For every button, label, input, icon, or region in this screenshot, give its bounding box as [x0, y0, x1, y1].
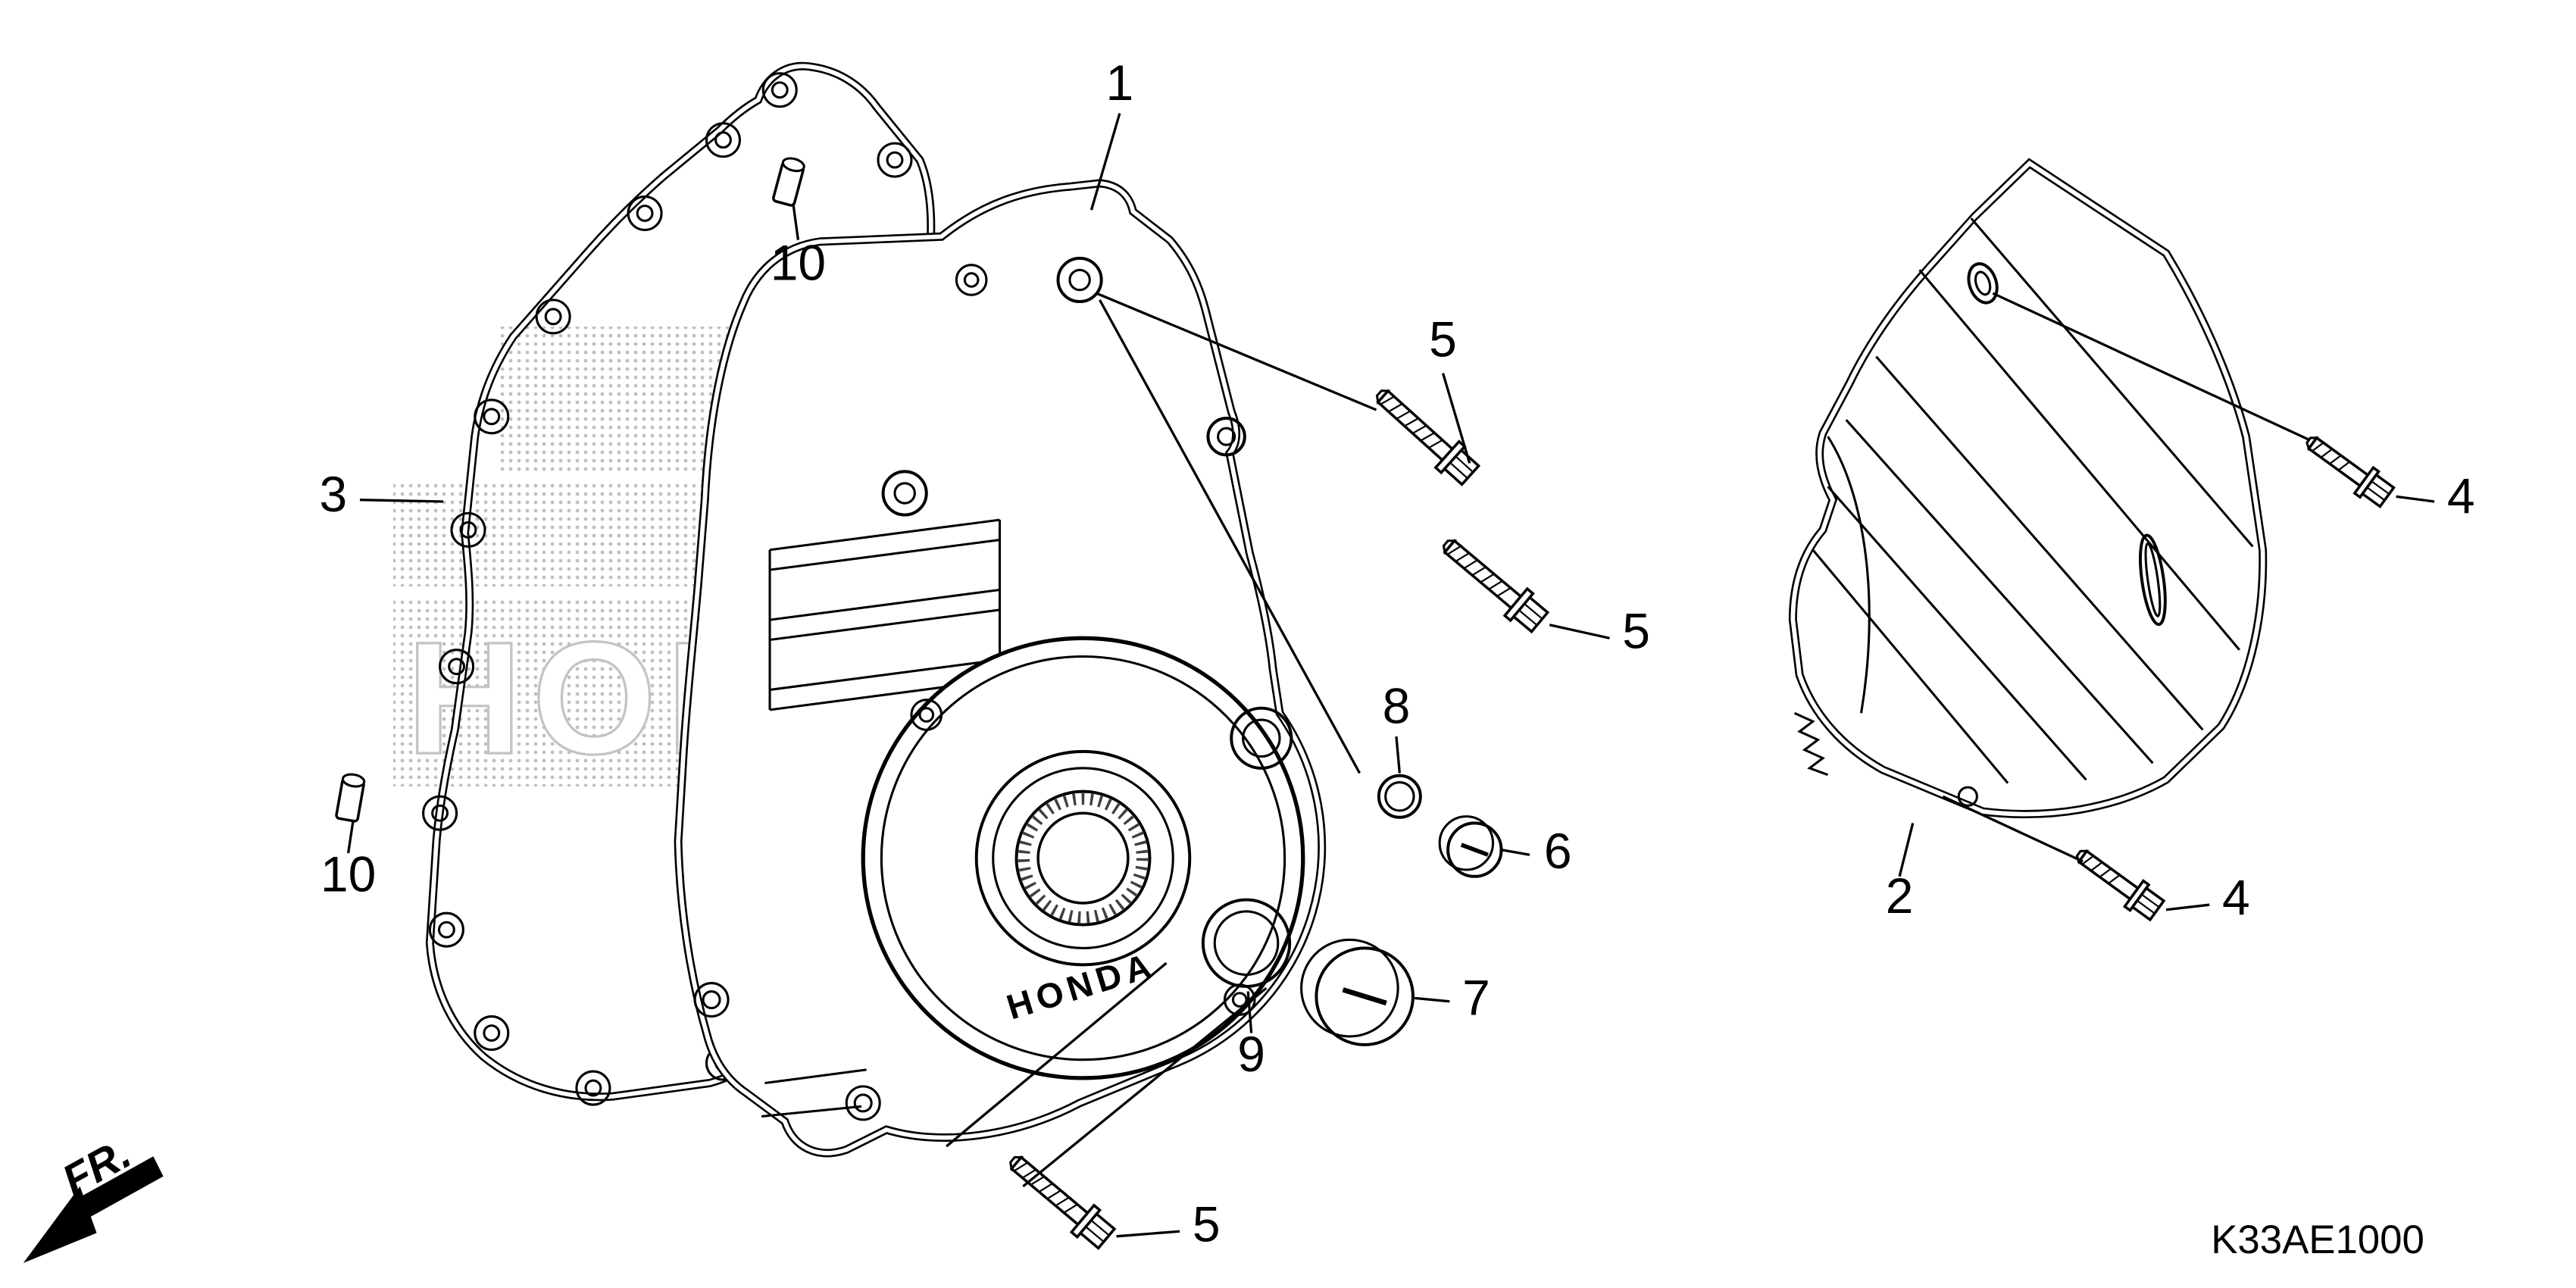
callout-label-10b: 10 — [320, 846, 376, 902]
center-plug-hole — [1014, 789, 1152, 927]
sprocket-cover-top-hole — [1967, 262, 1999, 305]
oring-9 — [1201, 898, 1292, 988]
callout-leader-2 — [1898, 823, 1915, 877]
bolt-4b — [2068, 839, 2168, 925]
callout-leader-9 — [1246, 991, 1253, 1033]
callout-leader-8 — [1395, 736, 1401, 774]
callout-leader-10a — [792, 203, 800, 240]
oring-8 — [1377, 774, 1422, 819]
fr-arrow-tail — [78, 1156, 164, 1218]
guide-line-3 — [946, 961, 1168, 1148]
callouts-layer: 1 5 5 5 3 10 10 8 6 9 7 2 4 4 — [319, 55, 2474, 1252]
callout-label-6: 6 — [1544, 823, 1572, 879]
callout-leader-10b — [347, 819, 355, 854]
callout-label-3: 3 — [319, 466, 347, 522]
callout-leader-6 — [1501, 848, 1530, 856]
callout-label-4a: 4 — [2447, 467, 2475, 524]
sprocket-cover-creases — [1793, 217, 2254, 784]
cover-rib-fins — [761, 518, 1002, 1118]
callout-label-5c: 5 — [1193, 1196, 1221, 1252]
callout-label-8: 8 — [1383, 677, 1411, 733]
bolt-4a — [2298, 426, 2398, 511]
sprocket-cover-lower-hole — [1957, 786, 1978, 807]
guide-lines-layer — [946, 292, 2310, 1188]
bolt-5c — [999, 1145, 1119, 1254]
callout-leader-4b — [2165, 903, 2210, 911]
callout-label-1: 1 — [1106, 55, 1134, 111]
sprocket-cover-slot — [2139, 533, 2167, 627]
callout-label-2: 2 — [1886, 868, 1914, 924]
bolt-5a — [1366, 379, 1483, 490]
callout-leader-5a — [1441, 373, 1471, 464]
callout-label-4b: 4 — [2222, 869, 2250, 925]
callout-label-5b: 5 — [1622, 602, 1650, 658]
fr-arrow-head — [23, 1186, 97, 1264]
sprocket-cover-part — [1788, 158, 2268, 818]
crankcase-cover-part: HONDA — [674, 179, 1327, 1158]
guide-line-1 — [1096, 292, 1377, 411]
callout-label-7: 7 — [1462, 969, 1490, 1025]
part-code: K33AE1000 — [2211, 1218, 2424, 1262]
callout-leader-7 — [1414, 996, 1450, 1003]
guide-line-4 — [1022, 986, 1268, 1188]
plug-cap-7 — [1300, 938, 1415, 1046]
guide-line-6 — [1942, 795, 2084, 863]
cover-bolt-ears — [693, 256, 1246, 1121]
plug-cap-6 — [1438, 815, 1503, 878]
generator-boss: HONDA — [861, 636, 1305, 1080]
dowel-pin-b — [334, 771, 367, 824]
callout-label-5a: 5 — [1429, 311, 1457, 367]
callout-leader-1 — [1089, 113, 1121, 211]
side-boss — [1230, 706, 1293, 770]
callout-leader-4a — [2396, 495, 2435, 503]
callout-leader-5c — [1116, 1230, 1180, 1238]
callout-label-9: 9 — [1237, 1026, 1265, 1082]
bolt-5b — [1433, 528, 1552, 637]
guide-line-2 — [1099, 299, 1361, 774]
callout-leader-3 — [359, 499, 444, 503]
dowel-pin-a — [771, 155, 807, 208]
callout-label-10a: 10 — [771, 234, 826, 290]
fr-arrow: FR. — [23, 1129, 164, 1264]
callout-leader-5b — [1549, 624, 1610, 639]
guide-line-5 — [1992, 292, 2310, 442]
